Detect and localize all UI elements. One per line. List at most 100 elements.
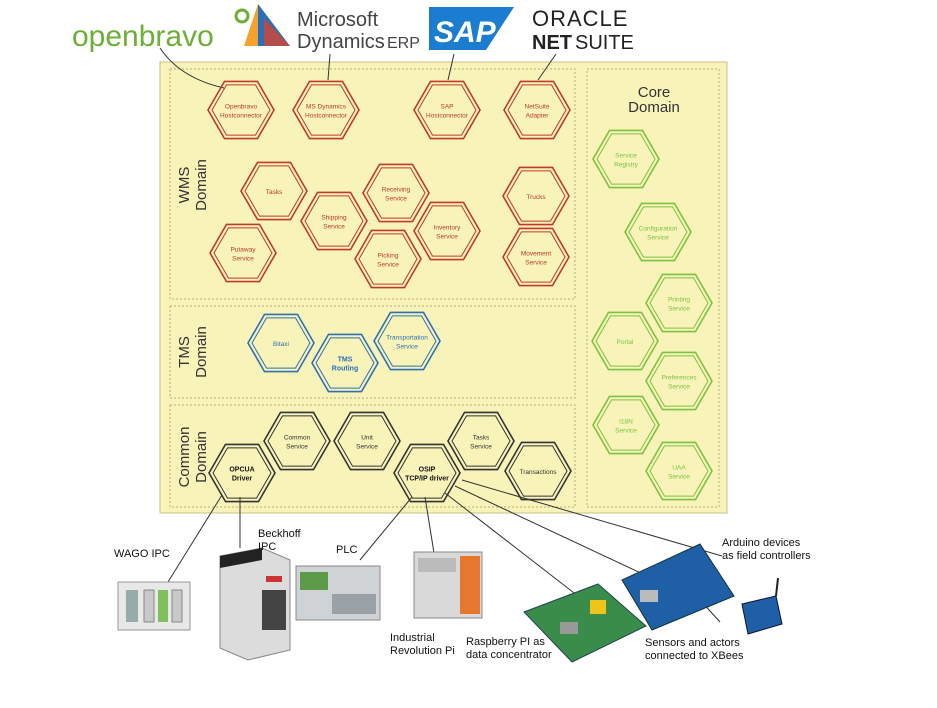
osip-driver-label-0: OSIP (419, 467, 436, 474)
printing-service-hex-outer (645, 273, 713, 333)
bitaxi-hex-inner (251, 317, 311, 369)
openbravo-hostconnector-hex-inner (211, 84, 271, 136)
printing-service-hex-inner (649, 277, 709, 329)
openbravo-logo-text: openbravo (72, 20, 214, 53)
unit-service-hex-outer (333, 411, 401, 471)
transportation-service-hex-outer (373, 311, 441, 371)
transactions-hex-outer (504, 441, 572, 501)
device-connector-lines (167, 479, 723, 623)
preferences-service-hex-outer (645, 351, 713, 411)
inventory-service-hex-outer (413, 201, 481, 261)
picking-service-label-0: Picking (378, 253, 399, 260)
osip-arduino-line-2 (461, 479, 723, 557)
picking-service-label-1: Service (377, 262, 399, 269)
sap-logo: SAP (429, 7, 514, 50)
beckhoff-ipc-device (219, 547, 291, 661)
core-domain-box (586, 68, 720, 508)
sap-hostconnector-label-0: SAP (440, 104, 453, 111)
oracle-netsuite-logo: ORACLE NET SUITE (532, 6, 634, 54)
osip-driver-label-1: TCP/IP driver (405, 476, 449, 483)
picking-service-hex-outer (354, 229, 422, 289)
uaa-service-hexagon: UAA Service (645, 441, 713, 501)
sap-logo-shape (429, 7, 514, 50)
bitaxi-hexagon: Bitaxi (247, 313, 315, 373)
logo-row: openbravo Microsoft Dynamics ERP SAP ORA… (72, 4, 634, 54)
common-service-hex-outer (263, 411, 331, 471)
tms-routing-label-0: TMS (338, 357, 353, 364)
receiving-service-hex-inner (366, 167, 426, 219)
trucks-label-0: Trucks (526, 194, 546, 201)
ms-line2: Dynamics (297, 31, 385, 53)
wago-ipc-device (117, 581, 191, 631)
ms-line1: Microsoft (297, 9, 379, 31)
tasks-service-hex-outer (447, 411, 515, 471)
sensors-xbees-label-0: Sensors and actors (645, 637, 740, 649)
trucks-hex-inner (506, 170, 566, 222)
configuration-service-label-0: Configuration (639, 226, 678, 233)
putaway-service-hex-outer (209, 223, 277, 283)
opcua-wago-line (167, 494, 223, 583)
raspberry-pi-label-0: Raspberry PI as (466, 636, 545, 648)
osip-driver-hex-outer (393, 443, 461, 503)
beckhoff-ipc-label-1: IPC (258, 541, 276, 553)
openbravo-hostconnector-hex-outer (207, 80, 275, 140)
arduino-device (621, 543, 735, 631)
core-domain-label-1: Core (638, 84, 671, 101)
sap-hostconnector-hex-inner (417, 84, 477, 136)
opcua-driver-hex-inner (212, 447, 272, 499)
inventory-service-hex-inner (417, 205, 477, 257)
netsuite-link-line (537, 53, 557, 81)
revolution-pi-device (413, 551, 483, 619)
xbee-image (741, 595, 783, 635)
tms-routing-hex-inner (315, 337, 375, 389)
receiving-service-label-0: Receiving (382, 187, 411, 194)
configuration-service-hex-outer (624, 202, 692, 262)
plc-device (295, 565, 381, 621)
service-registry-label-0: Service (615, 153, 637, 160)
osip-arduino-line (454, 485, 646, 576)
service-registry-label-1: Registry (614, 162, 639, 169)
wms-domain-label-2: Domain (193, 159, 210, 211)
i18n-service-hex-outer (592, 395, 660, 455)
netsuite-net: NET (532, 32, 572, 54)
tasks-hex-inner (244, 165, 304, 217)
core-domain-label-2: Domain (628, 99, 680, 116)
sap-hostconnector-hex-outer (413, 80, 481, 140)
tasks-label-0: Tasks (266, 189, 283, 196)
preferences-service-label-0: Preferences (661, 375, 697, 382)
arduino-devices-label-1: as field controllers (722, 550, 811, 562)
shipping-service-label-1: Service (323, 224, 345, 231)
osip-plc-line (359, 496, 413, 561)
logo-connector-lines (159, 47, 557, 89)
industrial-revolution-pi-label-1: Revolution Pi (390, 645, 455, 657)
transportation-service-label-1: Service (396, 344, 418, 351)
uaa-service-label-0: UAA (672, 465, 686, 472)
preferences-service-label-1: Service (668, 384, 690, 391)
uaa-service-label-1: Service (668, 474, 690, 481)
tms-routing-hex-outer (311, 333, 379, 393)
osip-driver-hexagon: OSIP TCP/IP driver (393, 443, 461, 503)
sap-logo-text: SAP (434, 16, 497, 49)
netsuite-adapter-hex-outer (503, 80, 571, 140)
industrial-revolution-pi-label-0: Industrial (390, 632, 435, 644)
common-service-label-0: Common (284, 435, 311, 442)
common-service-hex-inner (267, 415, 327, 467)
beckhoff-ipc-label-0: Beckhoff (258, 528, 302, 540)
shipping-service-label-0: Shipping (321, 215, 347, 222)
tasks-service-label-0: Tasks (473, 435, 490, 442)
unit-service-hex-inner (337, 415, 397, 467)
tasks-service-label-1: Service (470, 444, 492, 451)
service-registry-hex-outer (592, 129, 660, 189)
